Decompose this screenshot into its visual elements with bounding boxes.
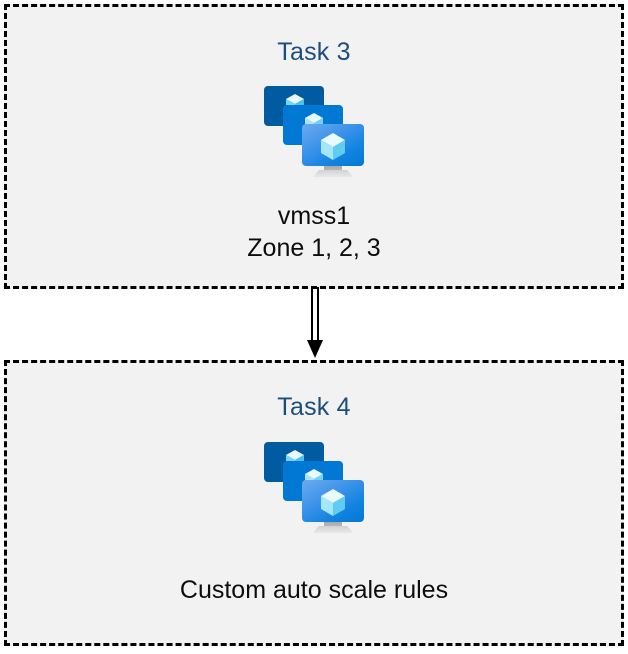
monitor-front	[302, 124, 364, 166]
arrow-head-icon	[307, 340, 323, 358]
vm-scale-set-icon	[262, 82, 366, 178]
task3-caption: vmss1 Zone 1, 2, 3	[247, 202, 381, 262]
monitor-front	[302, 480, 364, 522]
monitor-stand-base	[313, 526, 353, 533]
task-box-task3[interactable]: Task 3	[4, 4, 624, 289]
arrow-shaft-left	[311, 287, 313, 345]
task-box-task4[interactable]: Task 4	[4, 360, 624, 646]
connector-arrow-down	[307, 287, 323, 361]
task3-title: Task 3	[277, 38, 351, 66]
task4-title: Task 4	[277, 393, 351, 421]
arrow-shaft-right	[317, 287, 319, 345]
task4-caption: Custom auto scale rules	[179, 576, 449, 604]
monitor-stand-base	[313, 170, 353, 177]
vm-scale-set-icon	[262, 438, 366, 534]
